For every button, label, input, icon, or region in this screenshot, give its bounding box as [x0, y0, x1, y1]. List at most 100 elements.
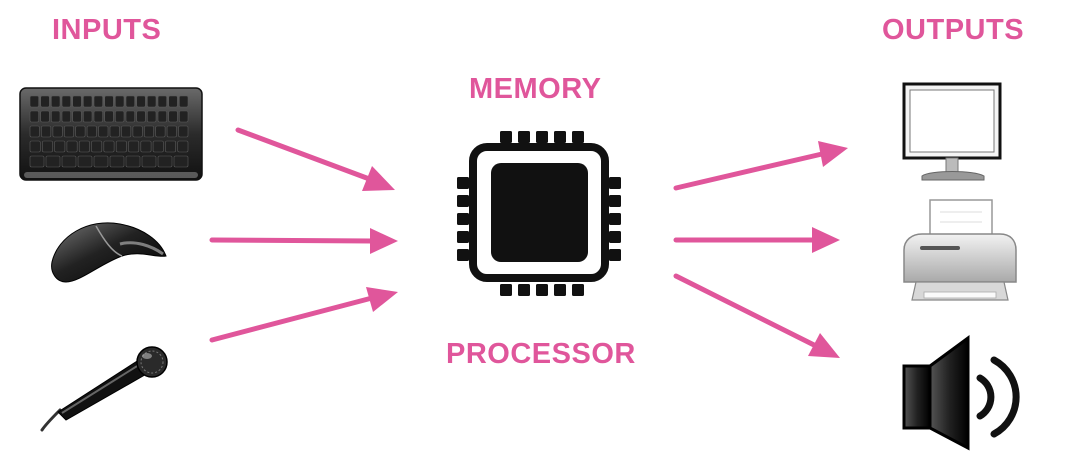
cpu-pin [609, 213, 621, 225]
keyboard-key [61, 110, 71, 123]
keyboard-key [152, 140, 164, 153]
cpu-pin [554, 284, 566, 296]
inputs-heading: INPUTS [52, 14, 162, 46]
cpu-pin [609, 231, 621, 243]
keyboard-key [75, 125, 86, 138]
keyboard-key [83, 110, 93, 123]
keyboard-key [86, 125, 97, 138]
keyboard-key [173, 155, 189, 168]
keyboard-key [136, 95, 146, 108]
keyboard-key [155, 125, 166, 138]
keyboard-key [165, 140, 176, 153]
keyboard-key [104, 95, 114, 108]
keyboard-key [157, 155, 173, 168]
keyboard-key [179, 110, 189, 123]
keyboard-key [72, 95, 82, 108]
memory-label: MEMORY [469, 73, 602, 105]
microphone-icon [40, 346, 168, 432]
keyboard-key [64, 125, 75, 138]
keyboard-key [91, 140, 103, 153]
keyboard-key [83, 95, 93, 108]
keyboard-key [93, 95, 103, 108]
keyboard-key [109, 155, 125, 168]
cpu-pin [609, 177, 621, 189]
speaker-icon [902, 335, 1020, 451]
keyboard-key [144, 125, 155, 138]
keyboard-key [128, 140, 140, 153]
keyboard-key [72, 110, 82, 123]
cpu-pin [572, 284, 584, 296]
cpu-pin [457, 231, 469, 243]
keyboard-key [78, 140, 90, 153]
keyboard-key [109, 125, 120, 138]
cpu-pin [518, 284, 530, 296]
keyboard-key [115, 95, 125, 108]
input-arrow-mouse [209, 228, 398, 254]
output-arrow-monitor [673, 141, 848, 191]
keyboard-key [40, 110, 50, 123]
keyboard-key [61, 155, 77, 168]
keyboard-key [147, 110, 157, 123]
keyboard-key [115, 140, 127, 153]
monitor-icon [902, 82, 1002, 181]
keyboard-key [29, 140, 41, 153]
keyboard-key [177, 140, 189, 153]
cpu-pin [457, 177, 469, 189]
keyboard-key [157, 110, 167, 123]
output-arrow-speaker [673, 273, 840, 358]
keyboard-key [125, 155, 141, 168]
keyboard-key [98, 125, 109, 138]
keyboard-key [77, 155, 93, 168]
output-arrow-printer [673, 227, 840, 253]
cpu-pin [500, 131, 512, 143]
keyboard-key [136, 110, 146, 123]
cpu-pin [518, 131, 530, 143]
keyboard-key [179, 95, 189, 108]
keyboard-key [121, 125, 132, 138]
keyboard-key [141, 155, 157, 168]
keyboard-key [61, 95, 71, 108]
mouse-icon [51, 222, 167, 283]
cpu-pin [536, 284, 548, 296]
keyboard-key [104, 110, 114, 123]
keyboard-icon [19, 87, 203, 181]
keyboard-key [66, 140, 78, 153]
keyboard-key [29, 95, 39, 108]
cpu-pin [500, 284, 512, 296]
keyboard-key [166, 125, 177, 138]
keyboard-key [54, 140, 66, 153]
cpu-pin [572, 131, 584, 143]
cpu-pin [609, 195, 621, 207]
cpu-chip-icon [457, 131, 621, 296]
keyboard-key [93, 110, 103, 123]
cpu-pin [554, 131, 566, 143]
cpu-pin [457, 195, 469, 207]
keyboard-key [50, 95, 61, 108]
keyboard-key [29, 110, 39, 123]
keyboard-key [168, 110, 178, 123]
keyboard-key [41, 125, 52, 138]
cpu-pin [609, 249, 621, 261]
input-arrow-keyboard [235, 127, 395, 191]
keyboard-key [40, 95, 50, 108]
keyboard-key [147, 95, 157, 108]
keyboard-key [29, 125, 40, 138]
keyboard-key [115, 110, 125, 123]
cpu-pin [536, 131, 548, 143]
keyboard-key [157, 95, 167, 108]
keyboard-key [103, 140, 115, 153]
keyboard-key [52, 125, 63, 138]
keyboard-key [41, 140, 53, 153]
keyboard-key [93, 155, 109, 168]
keyboard-key [125, 95, 135, 108]
keyboard-key [168, 95, 178, 108]
keyboard-key [132, 125, 143, 138]
cpu-pin [457, 213, 469, 225]
keyboard-key [178, 125, 189, 138]
keyboard-key [29, 155, 45, 168]
keyboard-key [140, 140, 152, 153]
processor-label: PROCESSOR [446, 338, 636, 370]
input-arrow-microphone [209, 287, 398, 343]
